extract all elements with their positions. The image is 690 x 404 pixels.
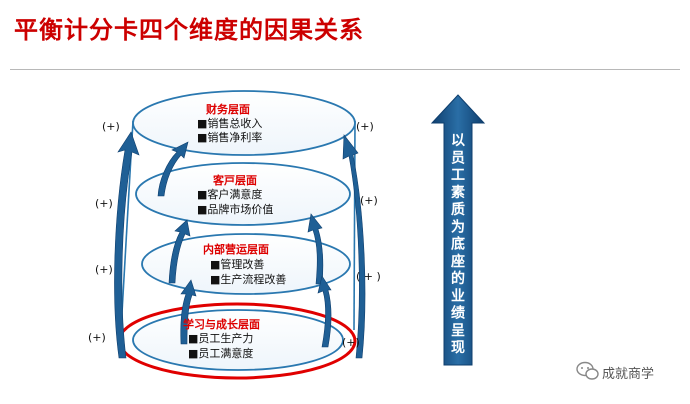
causal-arrows [114, 131, 366, 359]
vertical-arrow-char: 呈 [451, 323, 465, 339]
layer-item: ■品牌市场价值 [197, 202, 273, 216]
plus-sign: (+) [95, 263, 113, 276]
layer-customer: 客戸层面 ■客户满意度 ■品牌市场价值 [197, 173, 273, 216]
layer-item: ■管理改善 [210, 257, 264, 271]
wechat-icon [576, 361, 599, 380]
layer-title: 财务层面 [205, 102, 250, 116]
layer-item: ■销售净利率 [197, 130, 262, 144]
plus-sign: (+) [102, 120, 120, 133]
arrow-left-large [114, 131, 140, 359]
plus-sign: (+) [88, 331, 106, 344]
plus-sign: (+) [342, 336, 360, 349]
vertical-arrow-char: 员 [451, 150, 465, 166]
layer-item: ■员工满意度 [188, 346, 253, 360]
vertical-arrow-char: 素 [451, 184, 465, 201]
vertical-arrow-char: 业 [451, 288, 465, 304]
arrow-left-lower [180, 279, 197, 345]
plus-sign: (+) [356, 120, 374, 133]
vertical-arrow-char: 质 [451, 201, 465, 218]
plus-sign: ( + ) [356, 270, 381, 283]
ellipse-customer [135, 162, 351, 226]
vertical-arrow-char: 的 [451, 270, 465, 287]
layer-item: ■销售总收入 [197, 116, 262, 130]
vertical-arrow-char: 底 [451, 236, 465, 253]
watermark: 成就商学 [576, 361, 654, 382]
vertical-arrow-char: 绩 [451, 305, 465, 322]
layer-item: ■生产流程改善 [210, 272, 286, 286]
vertical-arrow-char: 座 [451, 253, 465, 270]
vertical-arrow-char: 为 [451, 218, 465, 235]
arrow-left-upper [157, 141, 189, 197]
layer-financial: 财务层面 ■销售总收入 ■销售净利率 [197, 102, 262, 144]
layer-title: 学习与成长层面 [183, 317, 260, 331]
watermark-text: 成就商学 [602, 366, 654, 382]
vertical-arrow-char: 工 [451, 168, 465, 184]
layer-learning: 学习与成长层面 ■员工生产力 ■员工满意度 [183, 317, 260, 360]
arrow-right-large [342, 134, 366, 359]
arrow-right-lower [317, 275, 332, 348]
page-title: 平衡计分卡四个维度的因果关系 [14, 16, 364, 44]
ellipse-internal [141, 233, 351, 295]
layer-title: 客戸层面 [212, 173, 257, 187]
ellipse-financial [132, 90, 356, 156]
plus-signs: (+) (+) (+) (+) (+) (+) ( + ) (+) [88, 120, 381, 349]
arrow-right-middle [307, 213, 324, 285]
layer-internal: 内部营运层面 ■管理改善 ■生产流程改善 [203, 242, 286, 286]
layer-item: ■客户满意度 [197, 187, 262, 201]
layer-item: ■员工生产力 [188, 331, 253, 345]
vertical-arrow-char: 以 [451, 133, 465, 149]
vertical-arrow-char: 现 [451, 340, 465, 356]
title-divider [10, 69, 680, 70]
plus-sign: (+) [95, 197, 113, 210]
arrow-left-middle [168, 219, 191, 284]
layer-title: 内部营运层面 [203, 242, 269, 256]
plus-sign: (+) [360, 194, 378, 207]
